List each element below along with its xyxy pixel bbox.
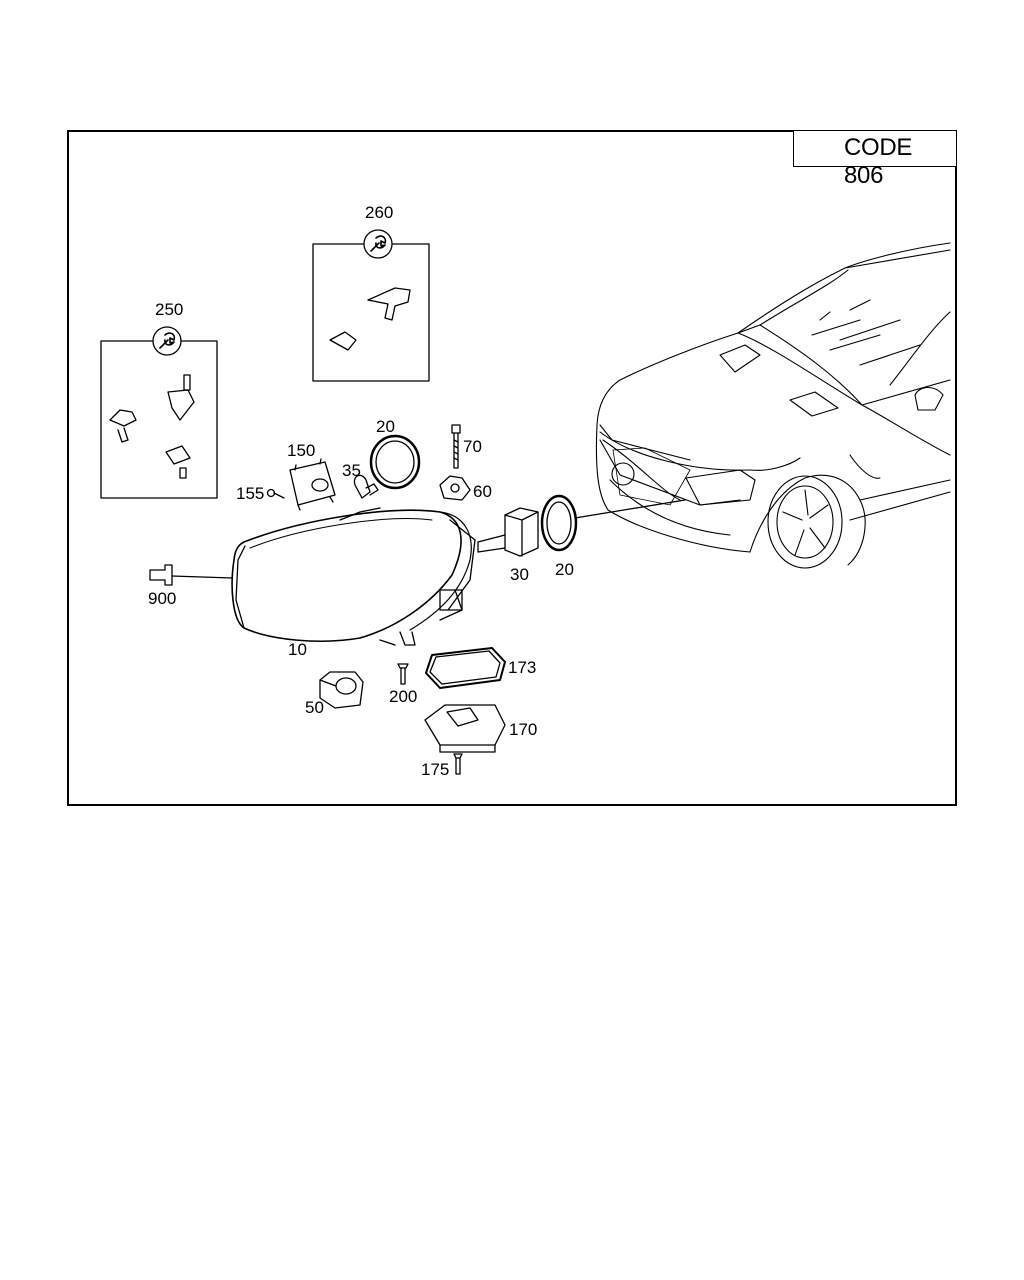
gasket-173: [425, 647, 506, 689]
bulb-35: [353, 474, 379, 499]
seal-ring-20b: [540, 494, 578, 552]
repair-kit-box-260: [312, 229, 430, 382]
part-label-10: 10: [288, 640, 307, 659]
part-label-200: 200: [389, 687, 418, 706]
ballast-170: [424, 704, 506, 753]
headlamp-assembly: [231, 507, 476, 646]
part-label-150: 150: [287, 441, 316, 460]
part-label-260: 260: [365, 203, 394, 222]
part-label-60: 60: [473, 482, 492, 501]
part-label-900: 900: [148, 589, 177, 608]
screw-200: [397, 663, 409, 685]
part-label-175: 175: [421, 760, 450, 779]
car-illustration: [595, 242, 951, 569]
part-label-170: 170: [509, 720, 538, 739]
holder-50: [319, 671, 364, 709]
repair-kit-box-250: [100, 326, 218, 499]
seal-ring-20a: [369, 434, 421, 490]
screw-155: [266, 488, 285, 499]
code-label: CODE 806: [844, 134, 913, 189]
igniter-30: [477, 507, 539, 557]
module-150: [289, 458, 336, 511]
part-label-20b: 20: [555, 560, 574, 579]
code-reference-box: CODE 806: [793, 130, 957, 189]
part-label-30: 30: [510, 565, 529, 584]
connector-900: [149, 564, 233, 586]
leader-line: [574, 499, 686, 519]
screw-175: [453, 753, 463, 775]
diagram-frame: [67, 130, 957, 806]
part-label-70: 70: [463, 437, 482, 456]
part-label-250: 250: [155, 300, 184, 319]
part-label-35: 35: [342, 461, 361, 480]
bracket-60: [439, 475, 471, 501]
part-label-173: 173: [508, 658, 537, 677]
part-label-155: 155: [236, 484, 265, 503]
part-label-20a: 20: [376, 417, 395, 436]
part-label-50: 50: [305, 698, 324, 717]
bolt-70: [451, 424, 461, 469]
